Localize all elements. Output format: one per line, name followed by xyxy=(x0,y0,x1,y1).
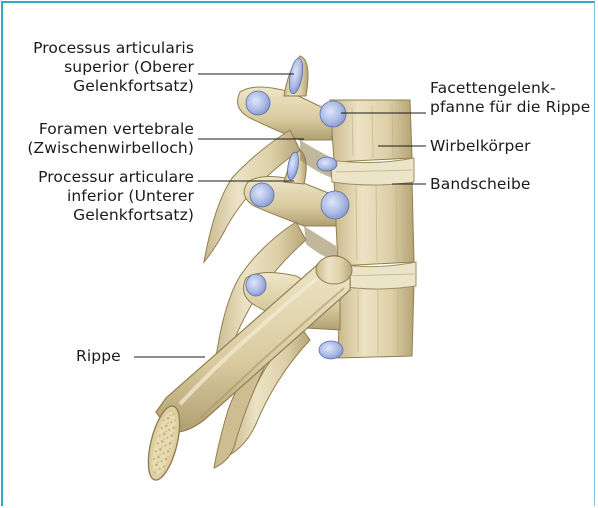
label-line: Gelenkfortsatz) xyxy=(33,77,194,96)
vertebral-bodies xyxy=(330,100,414,358)
label-bandscheibe: Bandscheibe xyxy=(430,175,531,194)
label-wirbelkoerper: Wirbelkörper xyxy=(430,137,531,156)
label-line: Foramen vertebrale xyxy=(27,120,194,139)
label-line: superior (Oberer xyxy=(33,58,194,77)
label-processus-superior: Processus articularis superior (Oberer G… xyxy=(33,39,194,96)
label-line: Facettengelenk- xyxy=(430,79,590,98)
label-line: Processur articulare xyxy=(38,168,194,187)
label-line: Processus articularis xyxy=(33,39,194,58)
label-processus-inferior: Processur articulare inferior (Unterer G… xyxy=(38,168,194,225)
label-foramen-vertebrale: Foramen vertebrale (Zwischenwirbelloch) xyxy=(27,120,194,158)
label-line: pfanne für die Rippe xyxy=(430,98,590,117)
label-line: (Zwischenwirbelloch) xyxy=(27,139,194,158)
label-line: Gelenkfortsatz) xyxy=(38,206,194,225)
label-rippe: Rippe xyxy=(76,347,121,366)
label-line: inferior (Unterer xyxy=(38,187,194,206)
label-facettengelenk: Facettengelenk- pfanne für die Rippe xyxy=(430,79,590,117)
